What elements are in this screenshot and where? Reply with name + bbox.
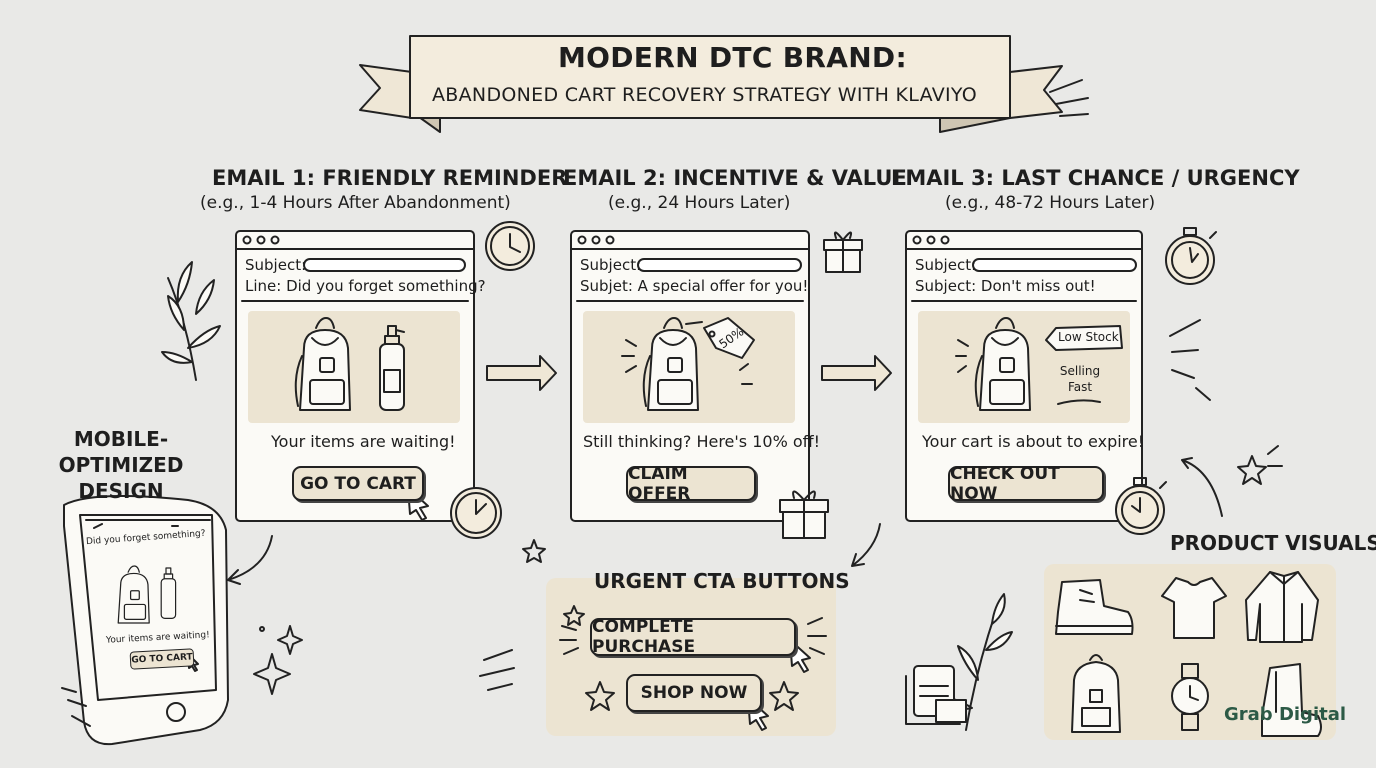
- email-3-message: Your cart is about to expire!: [922, 432, 1145, 451]
- star-icon: [522, 539, 546, 563]
- gift-icon: [779, 490, 829, 539]
- chelsea-boot-icon: [1261, 663, 1322, 737]
- banner-subtitle: ABANDONED CART RECOVERY STRATEGY WITH KL…: [432, 84, 978, 106]
- sparkle-lines: [621, 339, 753, 385]
- sparkle-icon: [277, 625, 303, 655]
- mailbox-icon: [905, 665, 967, 725]
- sparkle-lines: [1195, 387, 1211, 401]
- clock-icon: [485, 221, 535, 271]
- backpack-icon-small: [1071, 654, 1121, 733]
- shop-now-button[interactable]: SHOP NOW: [626, 674, 762, 712]
- star-icon: [769, 681, 799, 711]
- sparkle-lines: [61, 687, 91, 727]
- urgent-cta-panel: [546, 578, 836, 736]
- curved-arrow-icon: [851, 523, 881, 567]
- sparkle-lines: [1267, 445, 1283, 467]
- tshirt-icon: [1161, 577, 1227, 639]
- email-1-timing: (e.g., 1-4 Hours After Abandonment): [200, 193, 511, 213]
- arrow-right-icon: [486, 355, 557, 391]
- leaf-branch-icon: [161, 261, 221, 381]
- mobile-label: MOBILE-OPTIMIZED DESIGN: [58, 427, 184, 503]
- go-to-cart-button[interactable]: GO TO CART: [292, 466, 424, 501]
- sparkle-lines: [955, 339, 969, 373]
- curved-arrow-icon: [1181, 457, 1223, 517]
- urgent-cta-label: URGENT CTA BUTTONS: [594, 569, 850, 593]
- backpack-icon-3: [974, 317, 1031, 411]
- sparkle-icon: [253, 653, 291, 695]
- arrow-right-icon: [821, 355, 892, 391]
- email-2-message: Still thinking? Here's 10% off!: [583, 432, 821, 451]
- gift-icon: [823, 231, 863, 273]
- email-1-subject-line: Line: Did you forget something?: [245, 277, 486, 295]
- product-visuals-label: PRODUCT VISUALS: [1170, 531, 1376, 555]
- email-2-subject-line: Subjet: A special offer for you!: [580, 277, 809, 295]
- email-1-message: Your items are waiting!: [271, 432, 456, 451]
- underline-stroke: [1057, 399, 1101, 405]
- backpack-icon-2: [642, 317, 699, 411]
- email-2-timing: (e.g., 24 Hours Later): [608, 193, 791, 213]
- price-tag-icon: [685, 317, 755, 359]
- phone-go-to-cart-button[interactable]: GO TO CART: [129, 648, 195, 670]
- email-3-subject-line: Subject: Don't miss out!: [915, 277, 1096, 295]
- low-stock-badge: [1045, 325, 1123, 351]
- shirt-icon: [1245, 571, 1319, 643]
- star-icon: [563, 605, 585, 626]
- email-3-timing: (e.g., 48-72 Hours Later): [945, 193, 1156, 213]
- brand-logo: Grab Digital: [1224, 704, 1347, 725]
- email-1-subject-label: Subject:: [245, 256, 307, 274]
- title-banner: [359, 35, 1063, 133]
- email-2-heading: EMAIL 2: INCENTIVE & VALUE: [563, 166, 907, 190]
- stopwatch-icon: [1115, 477, 1167, 535]
- curved-arrow-icon: [227, 535, 273, 585]
- email-1-heading: EMAIL 1: FRIENDLY REMINDER: [212, 166, 568, 190]
- low-stock-label: Low Stock: [1058, 330, 1119, 344]
- stopwatch-icon: [1165, 227, 1217, 285]
- boot-icon: [1055, 579, 1134, 635]
- email-2-subject-label: Subject:: [580, 256, 642, 274]
- email-3-heading: EMAIL 3: LAST CHANCE / URGENCY: [891, 166, 1300, 190]
- dot: [259, 626, 265, 632]
- phone-bottle-icon: [160, 567, 177, 620]
- sparkle-lines: [1169, 319, 1201, 379]
- banner-title: MODERN DTC BRAND:: [558, 41, 907, 74]
- claim-offer-button[interactable]: CLAIM OFFER: [626, 464, 756, 504]
- watch-icon: [1171, 663, 1209, 731]
- phone-backpack-icon: [117, 565, 150, 624]
- clock-icon: [450, 487, 502, 539]
- selling-fast-label: Selling Fast: [1059, 364, 1101, 394]
- complete-purchase-button[interactable]: COMPLETE PURCHASE: [590, 617, 796, 657]
- star-icon: [1237, 455, 1267, 485]
- bottle-icon: [379, 325, 405, 411]
- backpack-icon: [294, 317, 351, 411]
- check-out-now-button[interactable]: CHECK OUT NOW: [948, 464, 1104, 504]
- sparkle-lines: [479, 649, 515, 691]
- email-3-subject-label: Subject:: [915, 256, 977, 274]
- sparkle-lines: [1049, 79, 1089, 117]
- star-icon: [585, 681, 615, 711]
- sparkle-lines: [559, 617, 827, 655]
